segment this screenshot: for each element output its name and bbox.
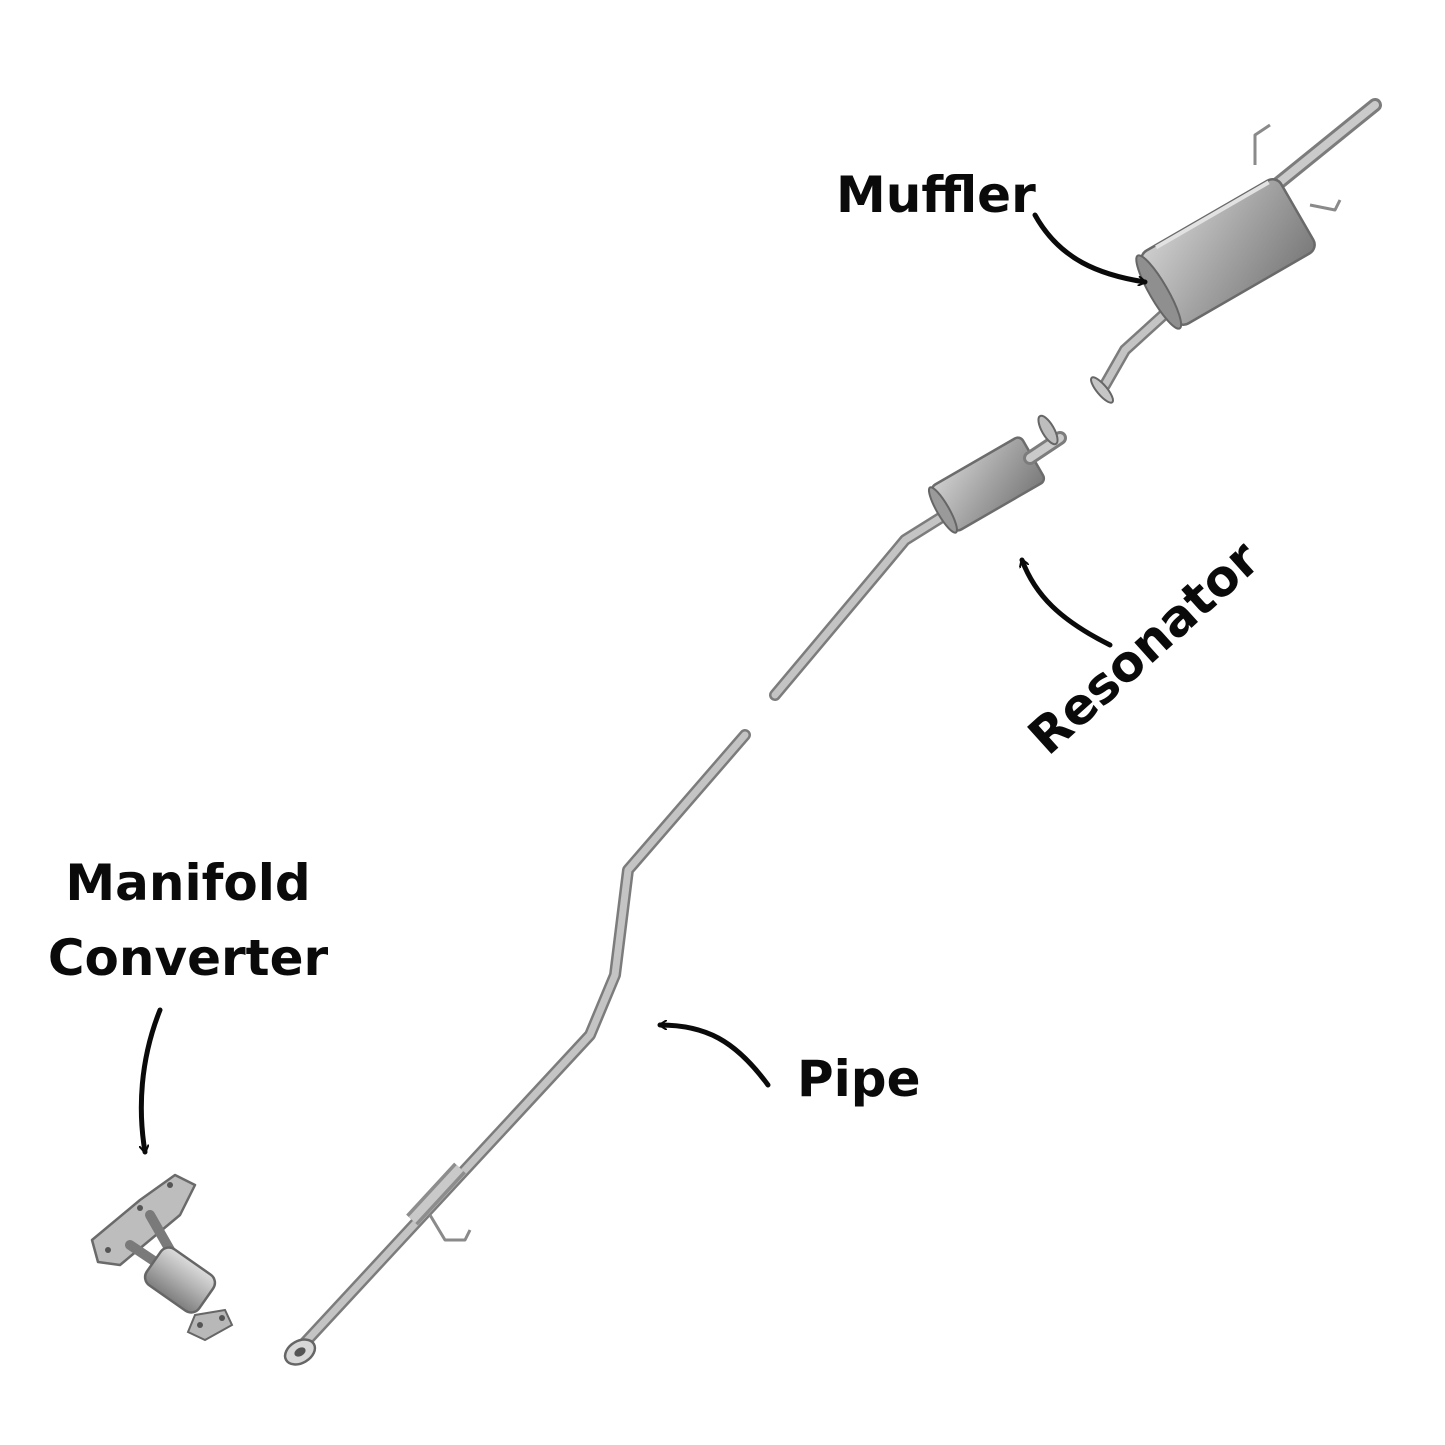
manifold-label-line1: Manifold — [65, 854, 310, 912]
resonator-label: Resonator — [1017, 529, 1271, 766]
manifold-label-line2: Converter — [48, 929, 329, 987]
pipe-label: Pipe — [797, 1050, 921, 1108]
resonator-assembly — [769, 414, 1067, 701]
arrow-to-muffler — [1032, 212, 1148, 282]
arrow-to-resonator — [1022, 557, 1113, 648]
arrow-to-manifold — [138, 1007, 163, 1155]
resonator-body — [927, 436, 1046, 534]
manifold-converter — [90, 1173, 234, 1342]
arrow-to-pipe — [657, 1025, 771, 1088]
muffler-assembly — [1090, 98, 1382, 404]
pipe-inlet-flange — [283, 1338, 317, 1366]
muffler-label: Muffler — [836, 166, 1036, 224]
muffler-body — [1135, 178, 1316, 330]
intermediate-pipe — [283, 729, 751, 1366]
